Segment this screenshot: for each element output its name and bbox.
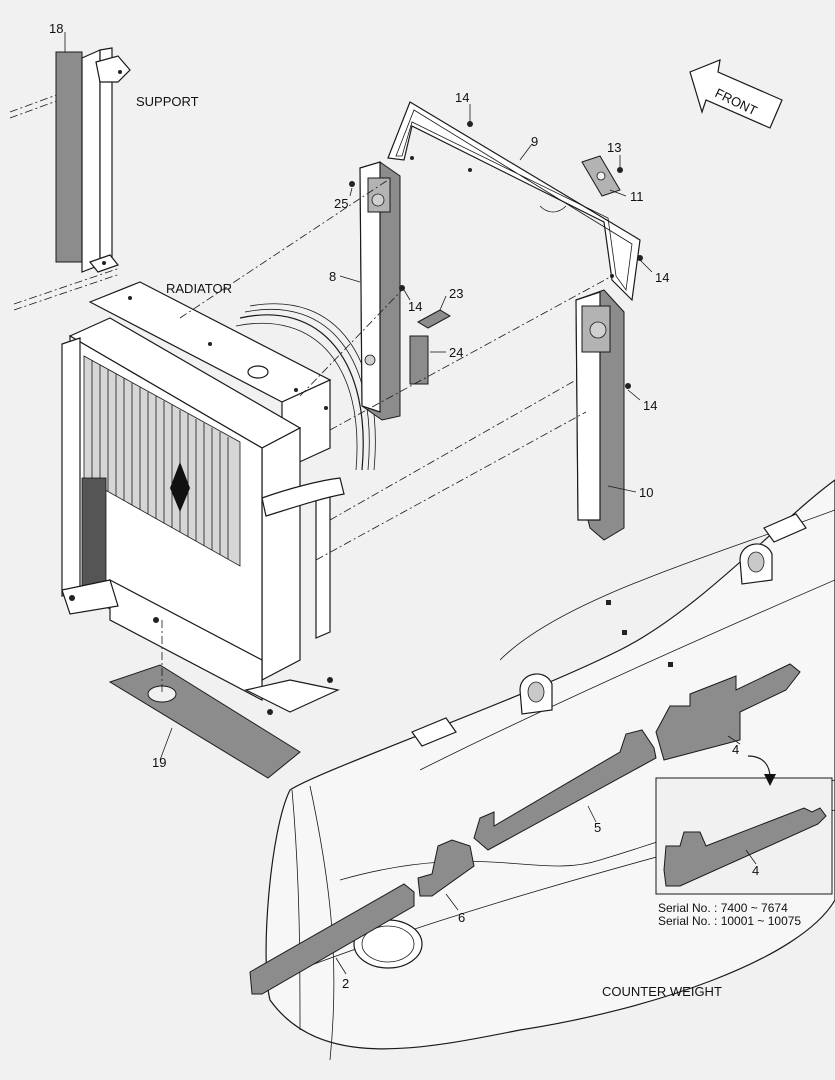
- part-number-9: 9: [531, 134, 538, 149]
- label-counter-weight: COUNTER WEIGHT: [602, 984, 722, 999]
- part-number-4: 4: [732, 742, 739, 757]
- panel-10: [575, 289, 641, 541]
- part-number-5: 5: [594, 820, 601, 835]
- part-number-14: 14: [655, 270, 669, 285]
- pin-boss: [739, 543, 773, 585]
- part-number-4-inset: 4: [752, 863, 759, 878]
- part-number-13: 13: [607, 140, 621, 155]
- part-number-14: 14: [455, 90, 469, 105]
- pad-6: [417, 839, 475, 911]
- front-arrow-icon: [689, 59, 783, 129]
- counter-weight: [265, 479, 835, 1061]
- inset-detail-box: [655, 755, 833, 895]
- part-number-2: 2: [342, 976, 349, 991]
- panel-8: [339, 161, 411, 421]
- plate-11: [581, 155, 627, 197]
- part-number-24: 24: [449, 345, 463, 360]
- support-bracket: [9, 32, 131, 311]
- pad-19: [108, 620, 301, 779]
- part-number-19: 19: [152, 755, 166, 770]
- serial-note-2: Serial No. : 10001 ~ 10075: [658, 914, 801, 928]
- pad-2: [249, 883, 415, 995]
- frame-9: [387, 101, 653, 302]
- pad-4: [655, 663, 801, 761]
- part-number-14: 14: [643, 398, 657, 413]
- pad-24: [409, 335, 446, 385]
- part-number-11: 11: [630, 189, 644, 204]
- assembly-dash-lines: [179, 179, 613, 561]
- serial-note-1: Serial No. : 7400 ~ 7674: [658, 901, 788, 915]
- part-number-14: 14: [408, 299, 422, 314]
- pad-5: [473, 729, 657, 851]
- part-number-23: 23: [449, 286, 463, 301]
- part-number-18: 18: [49, 21, 63, 36]
- part-number-6: 6: [458, 910, 465, 925]
- part-number-10: 10: [639, 485, 653, 500]
- radiator-assembly: [61, 281, 376, 715]
- label-radiator: RADIATOR: [166, 281, 232, 296]
- label-support: SUPPORT: [136, 94, 199, 109]
- radiator-fins: [91, 360, 229, 559]
- part-number-25: 25: [334, 196, 348, 211]
- diamond-mark-icon: [170, 462, 190, 512]
- pin-boss: [519, 673, 553, 715]
- part-number-8: 8: [329, 269, 336, 284]
- pad-23: [416, 295, 452, 329]
